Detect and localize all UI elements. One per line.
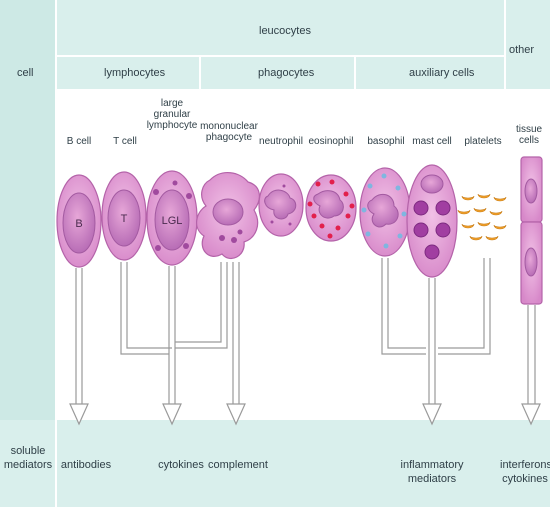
platelets-shape xyxy=(458,194,506,240)
basophil-shape xyxy=(360,168,410,256)
arrow-complement xyxy=(227,404,245,424)
arrowheads xyxy=(70,404,540,424)
mast-cell-shape xyxy=(407,165,457,277)
t-cell-shape: T xyxy=(102,172,146,260)
arrow-interferons xyxy=(522,404,540,424)
svg-text:B: B xyxy=(75,218,82,230)
arrow-antibodies xyxy=(70,404,88,424)
tissue-cells-shape xyxy=(521,157,542,304)
svg-text:T: T xyxy=(121,213,128,225)
neutrophil-shape xyxy=(259,174,303,236)
arrow-cytokines xyxy=(163,404,181,424)
arrow-inflammatory xyxy=(423,404,441,424)
mononuclear-phagocyte-shape xyxy=(197,173,260,259)
b-cell-shape: B xyxy=(57,175,101,267)
eosinophil-shape xyxy=(306,175,356,241)
lgl-shape: LGL xyxy=(147,171,197,265)
connector-lines xyxy=(76,258,535,404)
svg-text:LGL: LGL xyxy=(162,215,183,227)
